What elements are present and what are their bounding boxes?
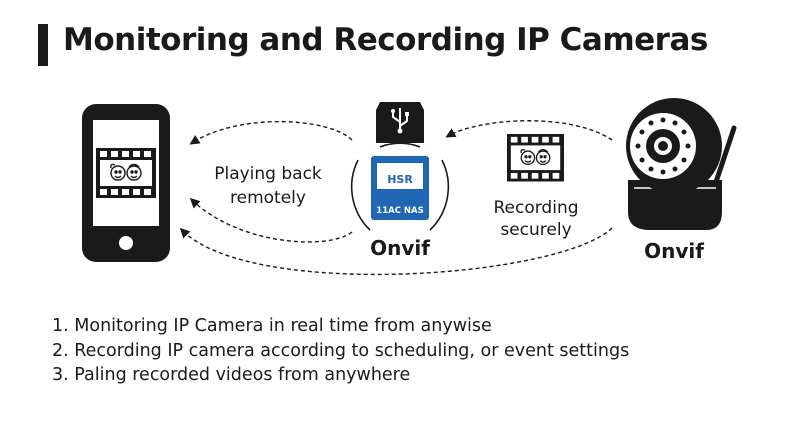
recording-bottom-arc (179, 227, 613, 276)
playback-top-arc (189, 120, 353, 145)
recording-film-icon (506, 133, 565, 183)
recording-line-2: securely (500, 220, 571, 240)
nas-brand-label: HSR (387, 173, 413, 186)
feature-item: 3. Paling recorded videos from anywhere (52, 365, 411, 385)
smartphone-icon (82, 104, 170, 262)
nas-device: HSR 11AC NAS Onvif (350, 102, 450, 260)
feature-item: 2. Recording IP camera according to sche… (52, 340, 630, 361)
ip-camera-icon: Onvif (626, 98, 737, 263)
playback-bottom-arc (189, 197, 353, 243)
nas-model-label: 11AC NAS (376, 206, 423, 216)
title-accent-bar (38, 24, 48, 66)
nas-box-icon: HSR 11AC NAS (371, 156, 429, 220)
nas-onvif-label: Onvif (370, 236, 430, 260)
playing-back-label: Playing back remotely (214, 164, 322, 208)
feature-item: 1. Monitoring IP Camera in real time fro… (52, 316, 492, 336)
nas-arc-brackets (350, 142, 450, 231)
camera-onvif-label: Onvif (644, 239, 704, 263)
playing-back-line-2: remotely (230, 188, 306, 208)
recording-top-arc (445, 120, 613, 141)
camera-flow-diagram: HSR 11AC NAS Onvif Playing back remotely… (82, 98, 737, 276)
usb-drive-icon (376, 102, 424, 143)
page-title: Monitoring and Recording IP Cameras (63, 22, 708, 58)
recording-line-1: Recording (493, 198, 578, 218)
recording-label: Recording securely (493, 198, 578, 240)
playing-back-line-1: Playing back (214, 164, 322, 184)
feature-list: 1. Monitoring IP Camera in real time fro… (52, 314, 629, 388)
